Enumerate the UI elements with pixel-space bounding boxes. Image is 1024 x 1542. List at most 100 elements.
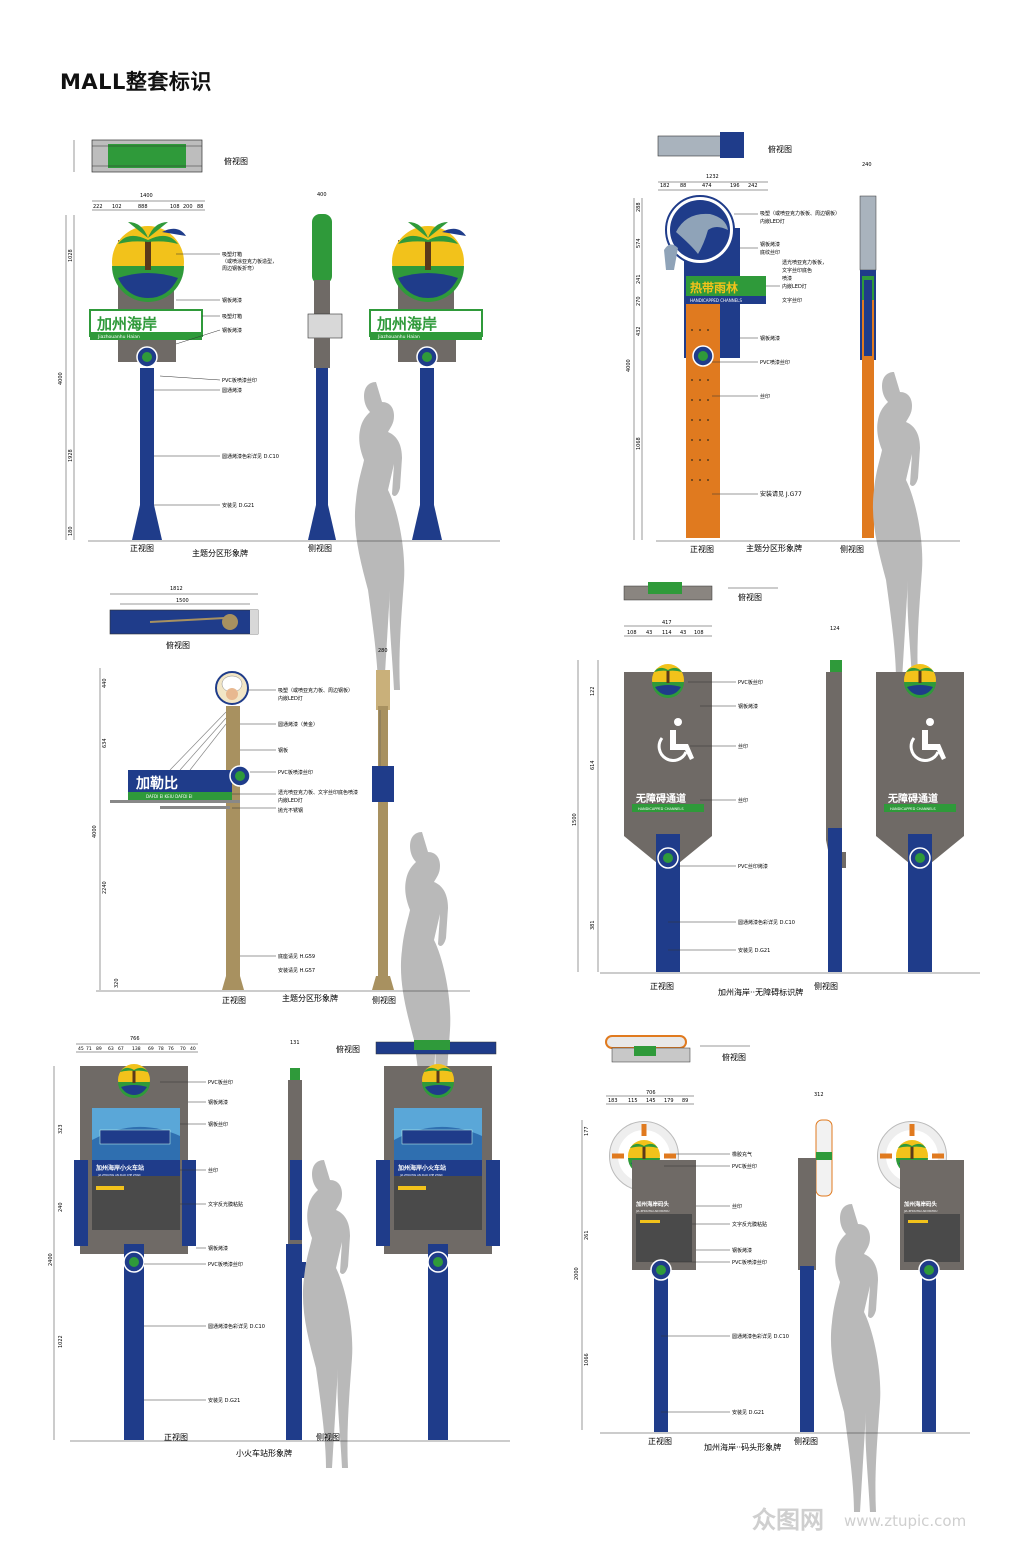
sign5-side-label: 侧视图: [316, 1432, 340, 1442]
sign5-dim-h: 78: [158, 1046, 164, 1052]
sign4-callout-3: 丝印: [738, 743, 748, 750]
sign1-dim-d: 108: [170, 204, 180, 210]
sign6-front-label: 正视图: [648, 1436, 672, 1446]
sign2-front-view: [664, 195, 766, 538]
sign2-dim-d: 196: [730, 183, 740, 189]
sign1-caption: 主题分区形象牌: [192, 548, 248, 558]
sign1-dim-h3: 180: [68, 526, 74, 536]
sign4-callout-4: 丝印: [738, 797, 748, 804]
sign1-callout-2: （或喷涂亚克力板造型，: [222, 258, 277, 265]
sign4-dim-height: 1500: [572, 813, 578, 826]
sign3-callout-10: 安装请见 H.G57: [278, 967, 315, 974]
sign2-dim-h4: 270: [636, 296, 642, 306]
sign3-callout-1: 吸塑（或喷亚克力板、周边钢板）: [278, 687, 353, 694]
sign3-front-label: 正视图: [222, 995, 246, 1005]
sign2-dim-h3: 241: [636, 274, 642, 284]
sign6-front-view-2: [877, 1121, 964, 1432]
sign6-callout-6: PVC板喷漆丝印: [732, 1259, 767, 1266]
sign6-dim-h3: 1066: [584, 1353, 590, 1366]
sign3-dim-h2: 634: [102, 738, 108, 748]
sign6-callout-1: 橡胶充气: [732, 1151, 752, 1158]
sign6-dim-h1: 177: [584, 1126, 590, 1136]
sign4-dim-a: 108: [627, 630, 637, 636]
sign3-callout-4: 钢板: [278, 747, 288, 754]
sign6-dim-a: 183: [608, 1098, 618, 1104]
sign1-dim-h1: 1028: [68, 249, 74, 262]
sign2-dim-height: 4000: [626, 359, 632, 372]
sign6-name: 加州海岸码头: [635, 1200, 670, 1208]
sign4-front-label: 正视图: [650, 981, 674, 991]
sign1-top-view: [73, 139, 203, 173]
sign1-callout-10: 安装见 D.G21: [222, 502, 254, 509]
sign1-top-label: 俯视图: [224, 156, 248, 166]
sign4-name-2: 无障碍通道: [887, 792, 938, 805]
sign3-top-view: [109, 609, 259, 635]
watermark: 众图网 www.ztupic.com: [752, 1506, 966, 1534]
sign3-side-label: 侧视图: [372, 995, 396, 1005]
sign5-callout-1: PVC板丝印: [208, 1079, 233, 1086]
sign6-top-label: 俯视图: [722, 1052, 746, 1062]
sign1-dim-c: 888: [138, 204, 148, 210]
sign6-dim-c: 145: [646, 1098, 656, 1104]
sign6-side-label: 侧视图: [794, 1436, 818, 1446]
sign3-side-view: [372, 670, 394, 990]
sign6-dim-b: 115: [628, 1098, 638, 1104]
sign5-dim-g: 69: [148, 1046, 154, 1052]
sign1-callout-7: PVC板喷漆丝印: [222, 377, 257, 384]
sign4-dim-e: 108: [694, 630, 704, 636]
sign4-top-view: [623, 582, 713, 601]
sign3-callout-8: 抛光不锈钢: [278, 807, 303, 814]
sign3-dim-height: 4000: [92, 825, 98, 838]
sign4-caption: 加州海岸··无障碍标识牌: [718, 987, 803, 997]
sign2-callout-9: 文字丝印: [782, 297, 802, 304]
sign3-dim-h1: 440: [102, 678, 108, 688]
sign1-callout-4: 钢板烤漆: [222, 297, 242, 304]
sign4-dim-c: 114: [662, 630, 672, 636]
sign2-callout-3: 钢板烤漆: [760, 241, 780, 248]
sign4-dim-width: 417: [662, 620, 672, 626]
sign6-front-view: [609, 1121, 696, 1432]
sign2-dim-h5: 432: [636, 326, 642, 336]
sign2-callout-8: 内嵌LED灯: [782, 283, 807, 290]
sign1-callout-6: 钢板烤漆: [222, 327, 242, 334]
sign5-top-label: 俯视图: [336, 1044, 360, 1054]
sign4-callout-5: PVC丝印烤漆: [738, 863, 768, 870]
sign6-callout-2: PVC板丝印: [732, 1163, 757, 1170]
sign4-side-view: [826, 660, 846, 972]
sign5-drawing: [53, 1040, 510, 1468]
sign1-dim-f: 88: [197, 204, 203, 210]
sign6-dim-e: 89: [682, 1098, 688, 1104]
sign6-top-view: [605, 1035, 691, 1063]
sign5-dim-height: 2400: [48, 1253, 54, 1266]
sign4-top-label: 俯视图: [738, 592, 762, 602]
sign5-side-view: [286, 1068, 306, 1440]
sign2-side-label: 侧视图: [840, 544, 864, 554]
sign1-name: 加州海岸: [96, 315, 157, 333]
sign3-callout-3: 圆通烤漆（黄金）: [278, 721, 318, 728]
sign3-top-label: 俯视图: [166, 640, 190, 650]
sign6-drawing: [581, 1035, 970, 1512]
sign4-side-label: 侧视图: [814, 981, 838, 991]
sign6-callout-5: 钢板烤漆: [732, 1247, 752, 1254]
sign3-dim-width-2: 1500: [176, 598, 189, 604]
sign5-dim-h3: 1022: [58, 1335, 64, 1348]
sign4-sub-2: HANDICAPPED CHANNELS: [890, 807, 936, 811]
sign5-dim-k: 40: [190, 1046, 196, 1052]
sign4-sub: HANDICAPPED CHANNELS: [638, 807, 684, 811]
sign5-callout-5: 文字反光膜粘贴: [208, 1201, 243, 1208]
sign2-callout-6: 文字丝印底色: [782, 267, 812, 274]
sign3-dim-width: 1812: [170, 586, 183, 592]
sign1-callout-5: 吸塑灯箱: [222, 313, 242, 320]
sign3-dim-h3: 2240: [102, 881, 108, 894]
sign1-sub-2: Jiazhouanhu Haian: [377, 334, 420, 340]
sign1-callout-9: 圆通烤漆色彩详见 D.C10: [222, 453, 279, 460]
sign4-callout-7: 安装见 D.G21: [738, 947, 770, 954]
sign6-dim-h2: 261: [584, 1230, 590, 1240]
sign5-dim-h1: 323: [58, 1124, 64, 1134]
watermark-url: www.ztupic.com: [844, 1512, 966, 1530]
sign1-name-2: 加州海岸: [376, 315, 437, 333]
sign2-name: 热带雨林: [690, 280, 738, 295]
sign2-callout-11: PVC喷漆丝印: [760, 359, 790, 366]
sign4-front-view: [624, 664, 712, 972]
